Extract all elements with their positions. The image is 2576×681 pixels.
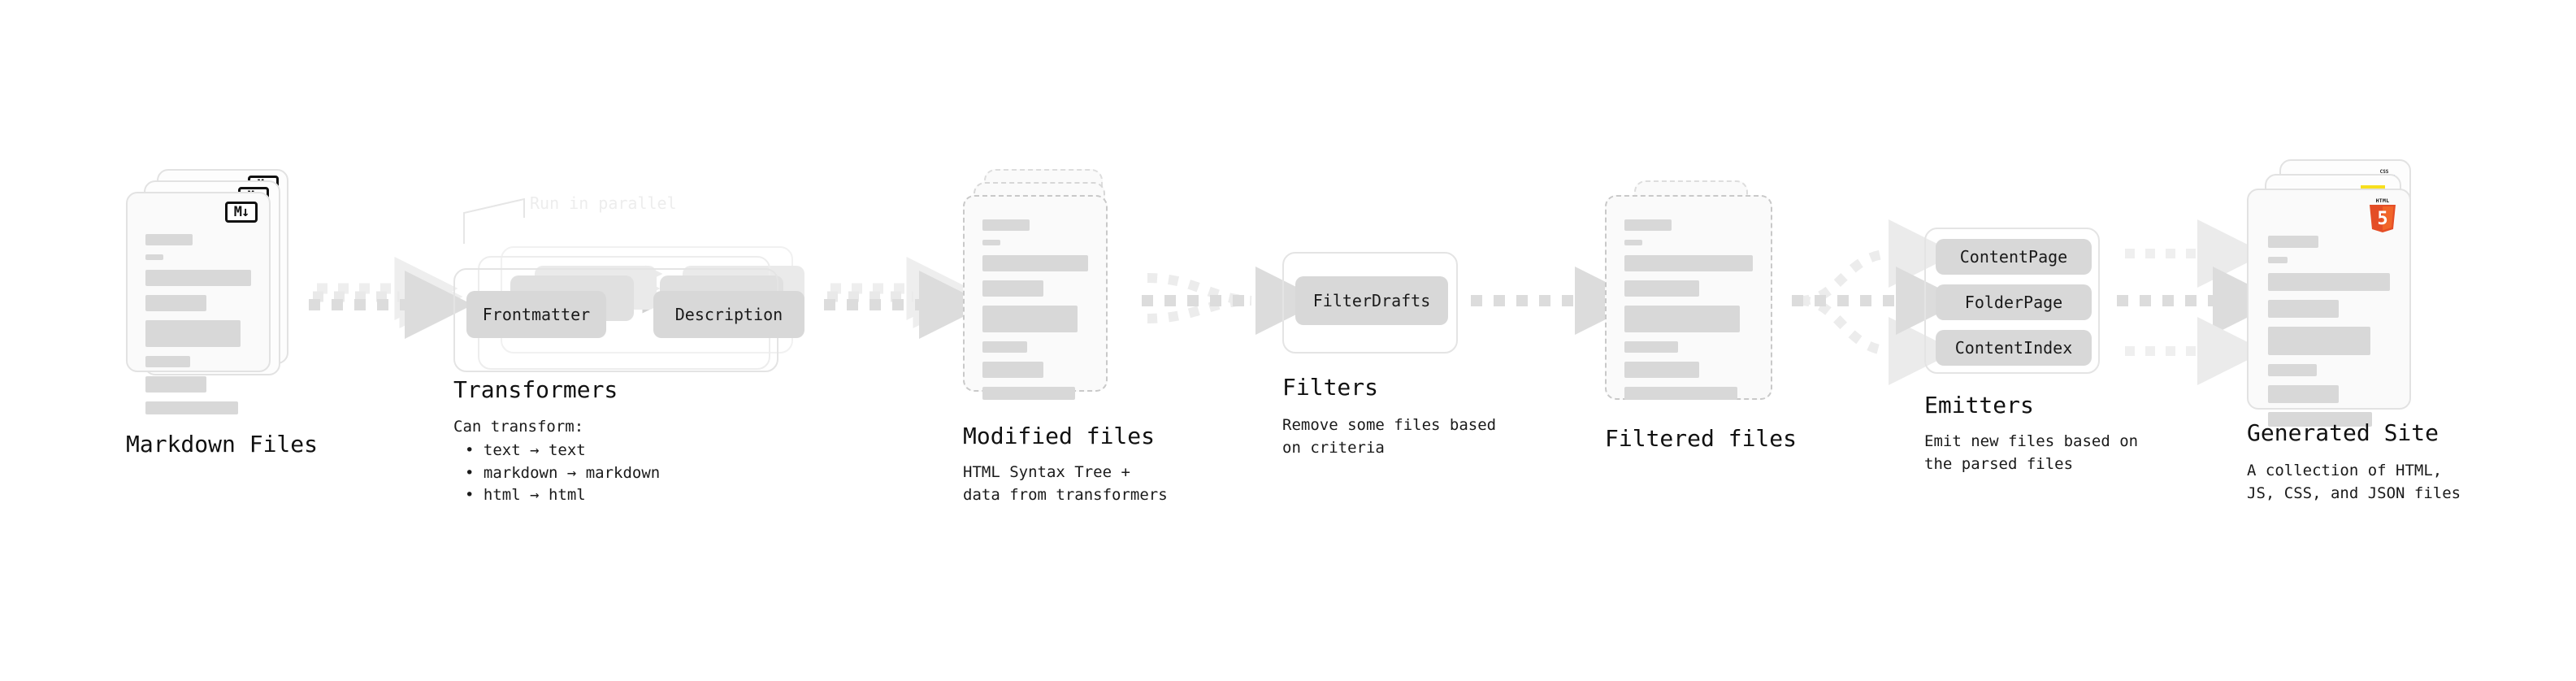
transformer-pill-description-label: Description bbox=[674, 305, 783, 324]
modified-files-title: Modified files bbox=[963, 423, 1156, 449]
modified-files-subtitle: HTML Syntax Tree + data from transformer… bbox=[963, 463, 1168, 504]
emitter-pill-contentpage-label: ContentPage bbox=[1959, 247, 2068, 267]
filters-groupbox: FilterDrafts bbox=[1282, 252, 1458, 354]
transformer-pill-frontmatter[interactable]: Frontmatter bbox=[466, 291, 606, 338]
filter-pill-filterdrafts-label: FilterDrafts bbox=[1312, 291, 1431, 310]
arrow-modified-to-filters bbox=[1142, 267, 1324, 335]
transformers-bullet-1: • markdown → markdown bbox=[465, 463, 661, 482]
arrow-transformers-to-modified bbox=[824, 257, 987, 339]
generated-site-subtitle: A collection of HTML, JS, CSS, and JSON … bbox=[2247, 462, 2461, 502]
card-placeholder-lines bbox=[2268, 236, 2390, 436]
emitters-title: Emitters bbox=[1924, 392, 2034, 419]
arrow-emitters-to-site bbox=[2117, 219, 2281, 385]
html5-number: 5 bbox=[2377, 209, 2387, 229]
emitter-pill-contentindex[interactable]: ContentIndex bbox=[1936, 330, 2092, 366]
emitter-pill-folderpage-label: FolderPage bbox=[1964, 293, 2063, 312]
card-placeholder-lines bbox=[145, 234, 251, 423]
card-placeholder-lines bbox=[1624, 219, 1753, 409]
transformer-pill-description[interactable]: Description bbox=[653, 291, 804, 338]
filtered-files-title: Filtered files bbox=[1605, 425, 1798, 452]
transformers-subtitle: Can transform: bbox=[453, 418, 584, 436]
filters-subtitle: Remove some files based on criteria bbox=[1282, 416, 1497, 457]
transformers-bullet-2: • html → html bbox=[465, 486, 586, 505]
transformer-pill-frontmatter-label: Frontmatter bbox=[482, 305, 591, 324]
html5-logo-icon: HTML 5 bbox=[2370, 197, 2396, 232]
generated-site-title: Generated Site bbox=[2247, 419, 2439, 446]
transformers-groupbox: Frontmatter Description bbox=[453, 268, 804, 372]
emitters-subtitle: Emit new files based on the parsed files bbox=[1924, 432, 2139, 473]
run-in-parallel-label: Run in parallel bbox=[530, 193, 677, 213]
emitter-pill-contentpage[interactable]: ContentPage bbox=[1936, 239, 2092, 275]
run-in-parallel-leader bbox=[463, 197, 525, 244]
filtered-card-front bbox=[1605, 195, 1772, 400]
emitter-pill-contentindex-label: ContentIndex bbox=[1954, 338, 2073, 358]
markdown-files-title: Markdown Files bbox=[126, 431, 319, 458]
arrow-markdown-to-transformers bbox=[309, 257, 473, 339]
modified-card-front bbox=[963, 195, 1108, 400]
card-placeholder-lines bbox=[982, 219, 1088, 409]
emitters-groupbox: ContentPage FolderPage ContentIndex bbox=[1924, 228, 2100, 374]
markdown-badge: M↓ bbox=[225, 202, 258, 223]
transformers-bullet-0: • text → text bbox=[465, 441, 586, 459]
transformers-bullets: • text → text • markdown → markdown • ht… bbox=[453, 440, 660, 507]
markdown-badge-label: M↓ bbox=[233, 203, 250, 220]
emitter-pill-folderpage[interactable]: FolderPage bbox=[1936, 284, 2092, 320]
arrow-filtered-to-emitters bbox=[1792, 219, 1964, 385]
transformers-title: Transformers bbox=[453, 376, 618, 403]
filters-title: Filters bbox=[1282, 374, 1379, 401]
filter-pill-filterdrafts[interactable]: FilterDrafts bbox=[1295, 276, 1448, 325]
css3-label: CSS bbox=[2380, 169, 2389, 175]
markdown-card-front: M↓ bbox=[126, 192, 271, 414]
generated-card-front: HTML 5 bbox=[2247, 189, 2411, 427]
html5-top-label: HTML bbox=[2376, 197, 2390, 204]
